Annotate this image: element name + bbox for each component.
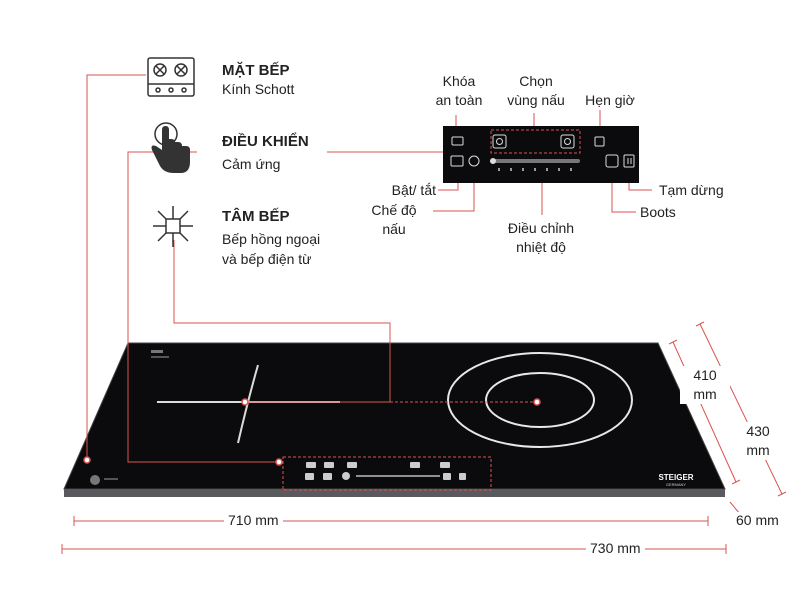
label-safety-lock: Khóa an toàn xyxy=(435,73,483,108)
feature-title-cooktop: MẶT BẾP xyxy=(222,62,290,79)
brand-sub: GERMANY xyxy=(666,482,687,487)
dimension-lines xyxy=(61,321,787,554)
dimension-width-outer: 730 mm xyxy=(586,540,645,556)
cooktop-icon xyxy=(147,57,195,97)
feature-subtitle-zone-line2: và bếp điện từ xyxy=(222,251,312,267)
leader-dots xyxy=(83,398,541,466)
label-power: Bật/ tắt xyxy=(391,182,436,198)
label-pause: Tạm dừng xyxy=(659,182,724,198)
feature-title-control: ĐIỀU KHIỂN xyxy=(222,133,309,150)
label-temperature: Điều chỉnh nhiệt độ xyxy=(507,220,575,255)
induction-zone xyxy=(447,352,633,448)
dimension-depth-inner: 410 mm xyxy=(680,366,730,404)
cooktop-control-strip xyxy=(282,456,492,491)
label-zone-select: Chọn vùng nấu xyxy=(507,73,565,108)
feature-subtitle-zone-line1: Bếp hồng ngoại xyxy=(222,231,321,247)
label-cook-mode: Chế độ nấu xyxy=(371,202,417,237)
dimension-width-inner: 710 mm xyxy=(224,512,283,528)
label-timer: Hẹn giờ xyxy=(585,92,635,108)
feature-subtitle-control: Cảm ứng xyxy=(222,156,281,172)
cooktop xyxy=(63,342,726,497)
control-panel-closeup xyxy=(443,126,639,183)
label-boost: Boots xyxy=(640,204,676,220)
feature-title-zone: TÂM BẾP xyxy=(222,208,290,225)
feature-subtitle-cooktop: Kính Schott xyxy=(222,81,295,97)
dimension-depth-outer: 430 mm xyxy=(736,422,780,460)
brand-logo: STEIGER xyxy=(658,473,693,482)
cooktop-base-edge xyxy=(64,489,725,497)
touch-hand-icon xyxy=(151,122,190,173)
dimension-thickness: 60 mm xyxy=(734,512,781,528)
heating-zone-icon xyxy=(153,206,193,247)
